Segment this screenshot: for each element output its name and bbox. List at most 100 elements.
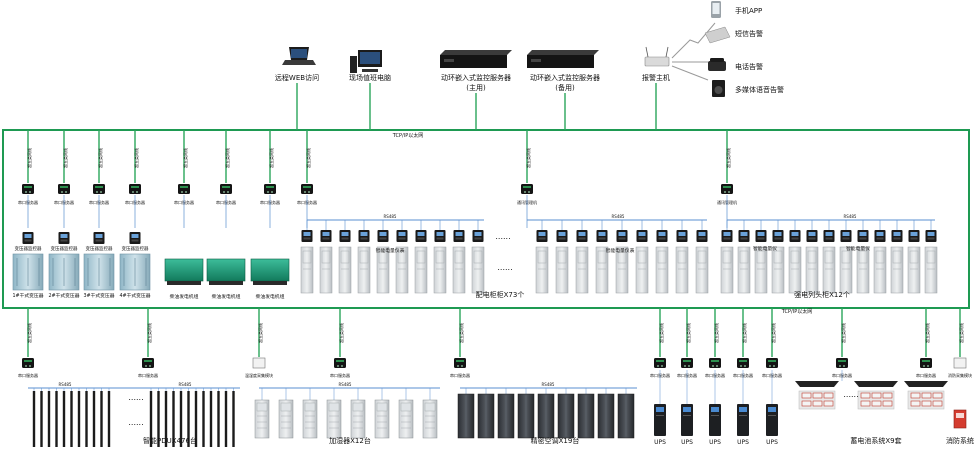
smart-meter-icon [556, 230, 568, 242]
alarm-host-icon[interactable] [644, 46, 670, 67]
serial-server-icon[interactable] [220, 184, 232, 194]
serial-server-icon[interactable] [737, 358, 749, 368]
smart-meter-icon [396, 230, 408, 242]
rs485-label: RS485 [542, 382, 555, 387]
server-main-icon[interactable] [440, 50, 512, 68]
smart-meter-icon [301, 230, 313, 242]
ups-icon [681, 404, 693, 436]
serial-server-icon[interactable] [709, 358, 721, 368]
transformer-monitor-label: 变压器监控器 [15, 245, 42, 252]
speaker-icon [712, 80, 725, 97]
distribution-cabinet-icon [300, 246, 314, 294]
serial-server-icon[interactable] [142, 358, 154, 368]
humidifier-icon [302, 399, 318, 439]
precision-aircon-icon [537, 393, 555, 439]
distribution-cabinet-icon [788, 246, 802, 294]
fire-panel-icon [953, 409, 967, 429]
pdu-strip-icon [85, 391, 88, 449]
generator-base [167, 281, 201, 285]
distribution-cabinet-icon [635, 246, 649, 294]
transformer-monitor-icon [93, 232, 105, 244]
smart-meter-icon [596, 230, 608, 242]
precision-aircon-icon [477, 393, 495, 439]
distribution-cabinet-icon [452, 246, 466, 294]
serial-server-icon[interactable] [264, 184, 276, 194]
pdu-strip-icon [217, 391, 220, 449]
humidifier-icon [398, 399, 414, 439]
phone-alarm-label: 电话告警 [735, 62, 763, 71]
serial-server-icon[interactable] [454, 358, 466, 368]
serial-server-icon[interactable] [93, 184, 105, 194]
serial-server-icon[interactable] [22, 184, 34, 194]
precision-aircon-icon [617, 393, 635, 439]
ellipsis-mark: ...... [497, 263, 512, 272]
battery-system-icon [794, 380, 840, 410]
laptop-icon[interactable] [282, 47, 316, 65]
alarm-links [671, 22, 716, 81]
server-backup-label: 动环嵌入式监控服务器 [530, 73, 600, 82]
humidifier-icon [278, 399, 294, 439]
distribution-cabinet-icon [535, 246, 549, 294]
pdu-strip-icon [32, 391, 36, 449]
smart-meter-icon [656, 230, 668, 242]
comm-manager-icon[interactable] [721, 184, 733, 194]
smart-meter-label: 智能电量仪表 [376, 247, 405, 254]
serial-server-icon[interactable] [681, 358, 693, 368]
cable-drop-label: 超五类网线 [458, 323, 464, 343]
generator-label: 柴油发电机组 [170, 293, 199, 300]
cable-drop-label: 超五类网线 [770, 323, 776, 343]
smart-meter-label: 智能电量仪 [846, 245, 870, 252]
server-main-sub: (主用) [466, 83, 486, 92]
sms-label: 短信告警 [735, 29, 763, 38]
smart-meter-icon [415, 230, 427, 242]
cable-drop-label: 超五类网线 [305, 148, 311, 168]
temp-module-label: 温湿度采集模块 [245, 372, 273, 378]
distribution-cabinet-icon [754, 246, 768, 294]
serial-server-icon[interactable] [836, 358, 848, 368]
serial-server-icon[interactable] [301, 184, 313, 194]
serial-server-icon[interactable] [58, 184, 70, 194]
smart-meter-icon [891, 230, 903, 242]
aircon-label: 精密空调X19台 [531, 436, 580, 445]
serial-server-icon[interactable] [654, 358, 666, 368]
serial-server-icon[interactable] [766, 358, 778, 368]
battery-label: 蓄电池系统X9套 [850, 436, 901, 445]
comm-manager-icon[interactable] [521, 184, 533, 194]
rs485-label: RS485 [612, 214, 625, 219]
precision-aircon-icon [597, 393, 615, 439]
distribution-cabinet-icon [873, 246, 887, 294]
onsite-pc-label: 现场值班电脑 [349, 73, 391, 82]
distribution-cabinet-icon [414, 246, 428, 294]
humidifier-icon [422, 399, 438, 439]
cable-drop-label: 超五类网线 [924, 323, 930, 343]
smart-meter-icon [721, 230, 733, 242]
generator-base [209, 281, 243, 285]
smart-meter-icon [738, 230, 750, 242]
rs485-label: RS485 [384, 214, 397, 219]
rs485-label: RS485 [339, 382, 352, 387]
serial-server-icon[interactable] [178, 184, 190, 194]
ups-label: UPS [681, 439, 693, 446]
smart-meter-icon [840, 230, 852, 242]
fire-module-icon[interactable] [953, 357, 967, 369]
smart-meter-icon [377, 230, 389, 242]
generator-label: 柴油发电机组 [256, 293, 285, 300]
desktop-computer-icon[interactable] [350, 50, 382, 73]
temp-module-icon[interactable] [252, 357, 266, 369]
ethernet-bus-frame [2, 129, 970, 309]
serial-server-label: 串口服务器 [450, 372, 470, 378]
cable-drop-label: 超五类网线 [26, 323, 32, 343]
serial-server-icon[interactable] [920, 358, 932, 368]
serial-server-icon[interactable] [22, 358, 34, 368]
serial-server-icon[interactable] [129, 184, 141, 194]
smart-meter-icon [320, 230, 332, 242]
smart-meter-icon [576, 230, 588, 242]
ups-label: UPS [709, 439, 721, 446]
serial-server-icon[interactable] [334, 358, 346, 368]
server-backup-icon[interactable] [527, 50, 599, 68]
distribution-cabinet-icon [771, 246, 785, 294]
fire-module-label: 消防采集模块 [948, 372, 972, 378]
smart-meter-icon [772, 230, 784, 242]
busbar-cabinet-label: 强电列头柜X12个 [794, 290, 850, 299]
